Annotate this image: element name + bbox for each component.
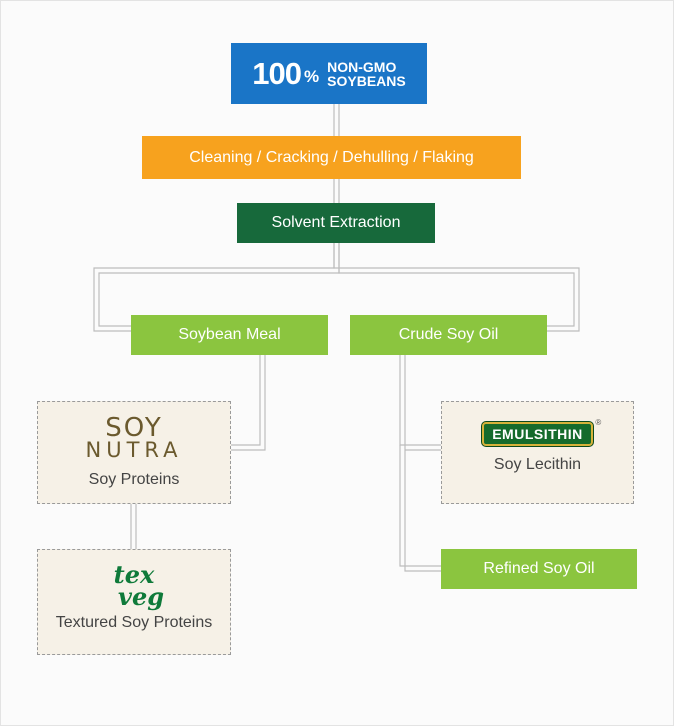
solvent-extraction-box: Solvent Extraction (237, 203, 435, 243)
connector-extraction-right (333, 243, 580, 332)
soy-nutra-logo: SOY NUTRA (85, 413, 183, 462)
textured-soy-proteins-label: Textured Soy Proteins (55, 614, 213, 631)
texveg-logo-line1: tex (113, 560, 155, 589)
connector-meal-soy (231, 355, 266, 451)
emulsithin-logo-text: EMULSITHIN (492, 426, 583, 442)
texveg-logo-line2: veg (118, 582, 164, 611)
textured-soy-proteins-card: tex veg Textured Soy Proteins (37, 549, 231, 655)
soy-lecithin-label: Soy Lecithin (493, 456, 582, 473)
root-line1: NON-GMO (327, 59, 397, 75)
root-words: NON-GMO SOYBEANS (327, 60, 406, 88)
soybean-meal-box: Soybean Meal (131, 315, 328, 355)
emulsithin-logo: EMULSITHIN ® (482, 418, 601, 446)
processing-step-box: Cleaning / Cracking / Dehulling / Flakin… (142, 136, 521, 179)
crude-soy-oil-box: Crude Soy Oil (350, 315, 547, 355)
connector-oil-refined (399, 355, 441, 572)
root-percent: % (304, 66, 320, 86)
texveg-logo: tex veg (104, 560, 164, 611)
root-line2: SOYBEANS (327, 73, 406, 89)
root-number: 100 (252, 55, 302, 91)
soy-nutra-logo-line2: NUTRA (85, 438, 183, 462)
soy-proteins-label: Soy Proteins (88, 471, 180, 488)
soy-nutra-logo-line1: SOY (105, 413, 163, 443)
connector-oil-lecithin (399, 355, 441, 446)
registered-mark-icon: ® (595, 418, 602, 427)
refined-soy-oil-box: Refined Soy Oil (441, 549, 637, 589)
connector-processing-extraction (333, 179, 340, 203)
soy-lecithin-card: EMULSITHIN ® Soy Lecithin (441, 401, 634, 504)
non-gmo-soybeans-box: 100 % NON-GMO SOYBEANS (231, 43, 427, 104)
connector-soy-textured (130, 504, 137, 549)
connector-root-processing (333, 104, 340, 136)
soy-proteins-card: SOY NUTRA Soy Proteins (37, 401, 231, 504)
